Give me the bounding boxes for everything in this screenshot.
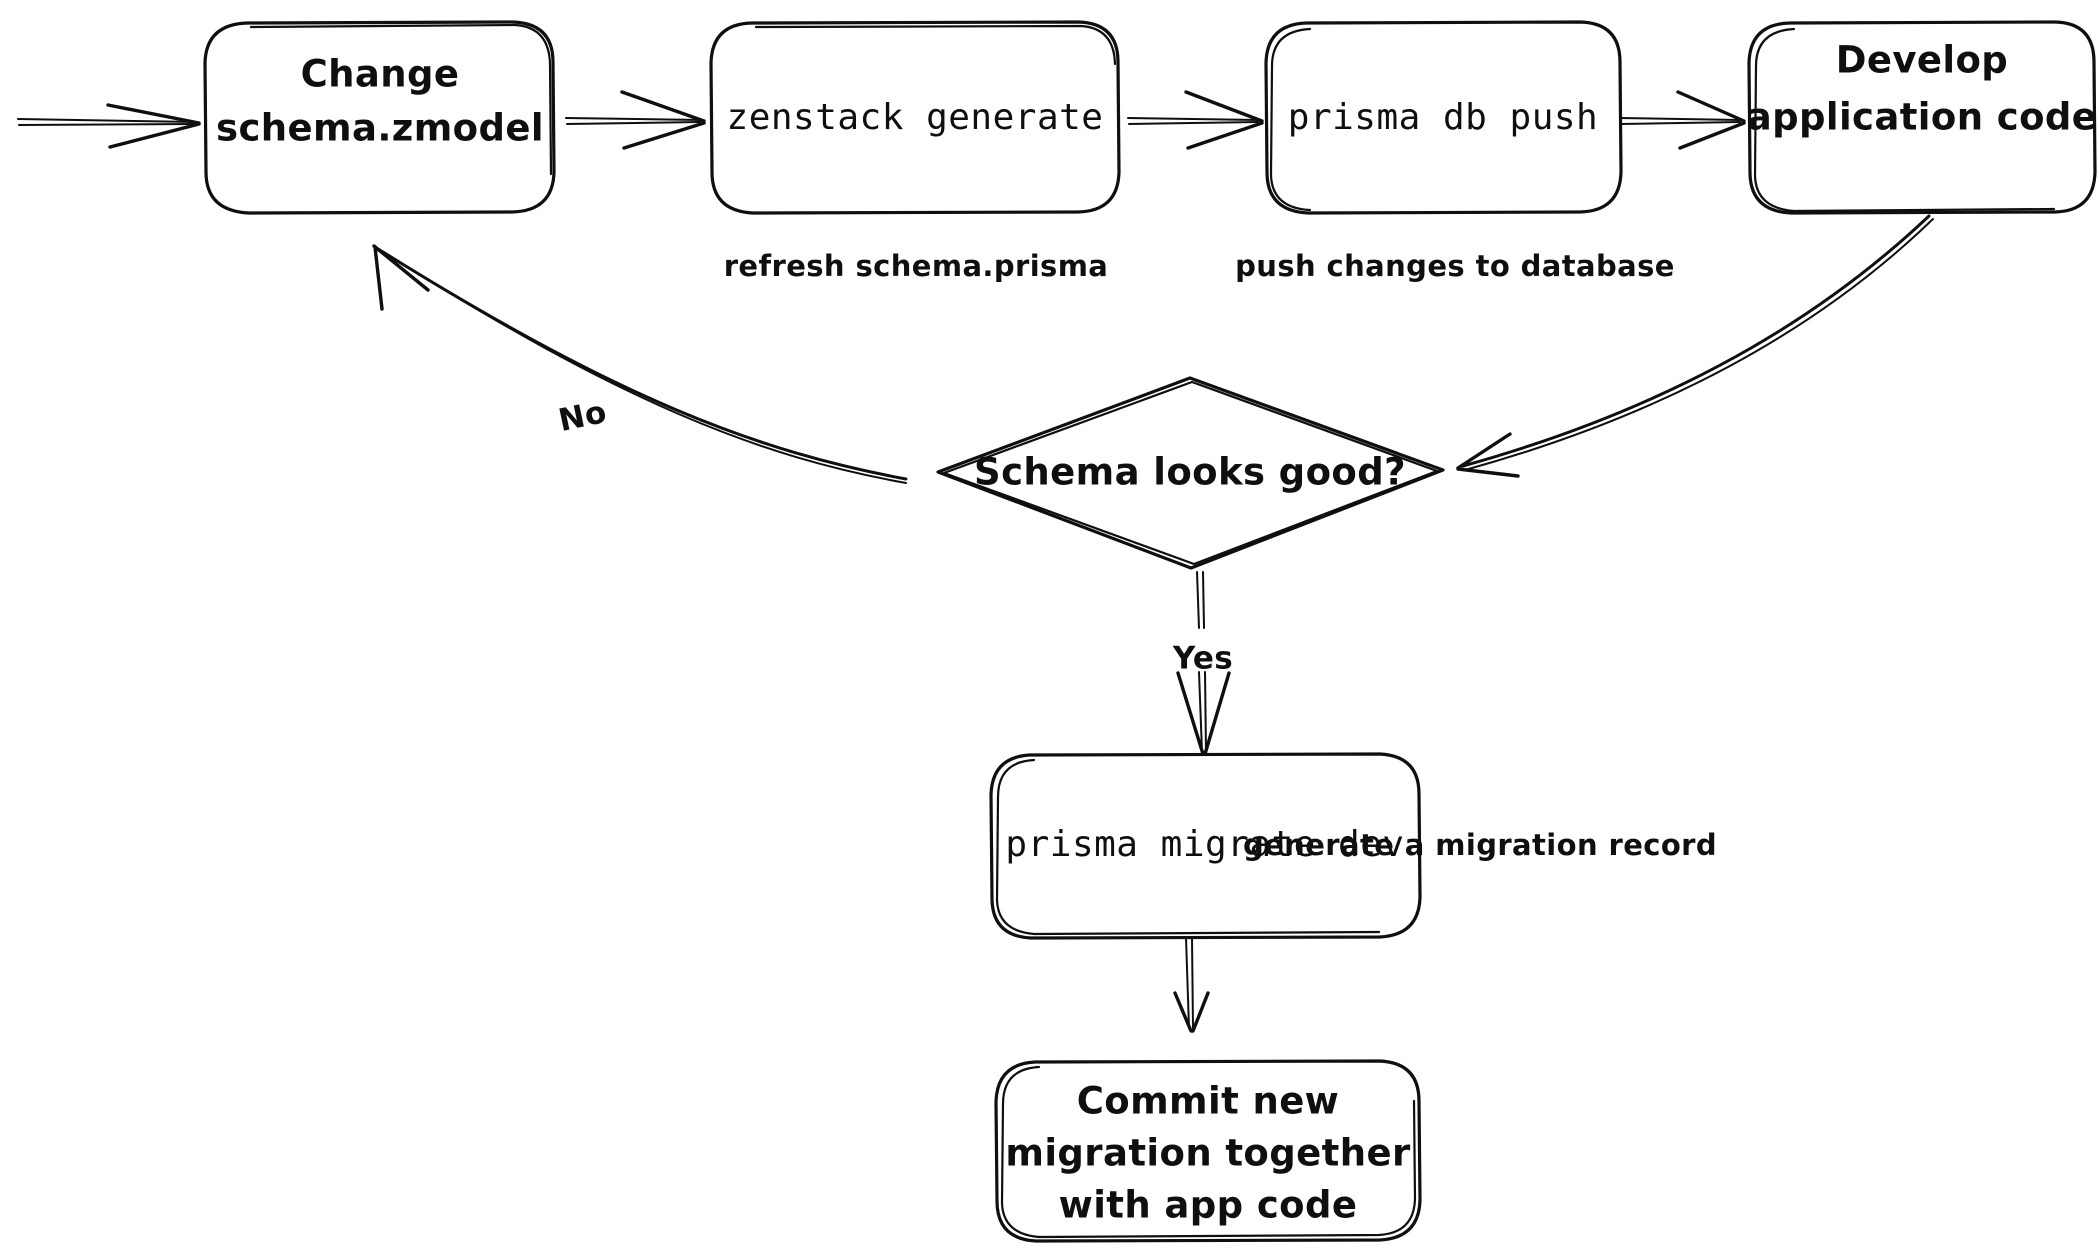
- node-prisma-migrate-dev-label: prisma migrate dev: [1005, 824, 1404, 865]
- node-zenstack-generate[interactable]: zenstack generate: [709, 20, 1121, 215]
- edge-generate-to-push: [1127, 90, 1264, 150]
- node-commit-new-migration-line-2: with app code: [1059, 1184, 1358, 1227]
- caption-push-changes: push changes to database: [1235, 249, 1675, 283]
- node-prisma-db-push[interactable]: prisma db push: [1264, 20, 1623, 215]
- edge-push-to-develop: [1619, 90, 1746, 150]
- edge-entry-to-change: [17, 103, 201, 149]
- caption-refresh-schema: refresh schema.prisma: [724, 249, 1109, 283]
- node-commit-new-migration-line-0: Commit new: [1077, 1080, 1340, 1123]
- edge-decision-no-to-change: [372, 244, 908, 484]
- edge-decision-yes-to-migrate: [1176, 571, 1231, 756]
- node-schema-looks-good-label: Schema looks good?: [974, 451, 1406, 494]
- node-develop-application-code-line-0: Develop: [1836, 39, 2008, 82]
- node-commit-new-migration-line-1: migration together: [1005, 1132, 1411, 1175]
- node-change-schema-line-1: schema.zmodel: [216, 107, 544, 150]
- node-zenstack-generate-label: zenstack generate: [727, 97, 1104, 138]
- edge-label-yes: Yes: [1172, 641, 1233, 677]
- node-develop-application-code-line-1: application code: [1747, 96, 2098, 139]
- edge-develop-to-decision: [1456, 214, 1934, 478]
- node-schema-looks-good[interactable]: Schema looks good?: [936, 376, 1445, 570]
- edge-migrate-to-commit: [1173, 937, 1210, 1033]
- node-prisma-migrate-dev[interactable]: prisma migrate dev: [989, 752, 1422, 940]
- node-develop-application-code[interactable]: Develop application code: [1747, 20, 2098, 215]
- edge-label-no: No: [555, 394, 609, 439]
- node-change-schema-line-0: Change: [301, 53, 460, 96]
- node-commit-new-migration[interactable]: Commit new migration together with app c…: [994, 1059, 1422, 1243]
- node-change-schema[interactable]: Change schema.zmodel: [203, 20, 556, 215]
- caption-generate-migration: generate a migration record: [1243, 828, 1717, 862]
- edge-change-to-generate: [565, 90, 706, 150]
- node-prisma-db-push-label: prisma db push: [1288, 97, 1598, 138]
